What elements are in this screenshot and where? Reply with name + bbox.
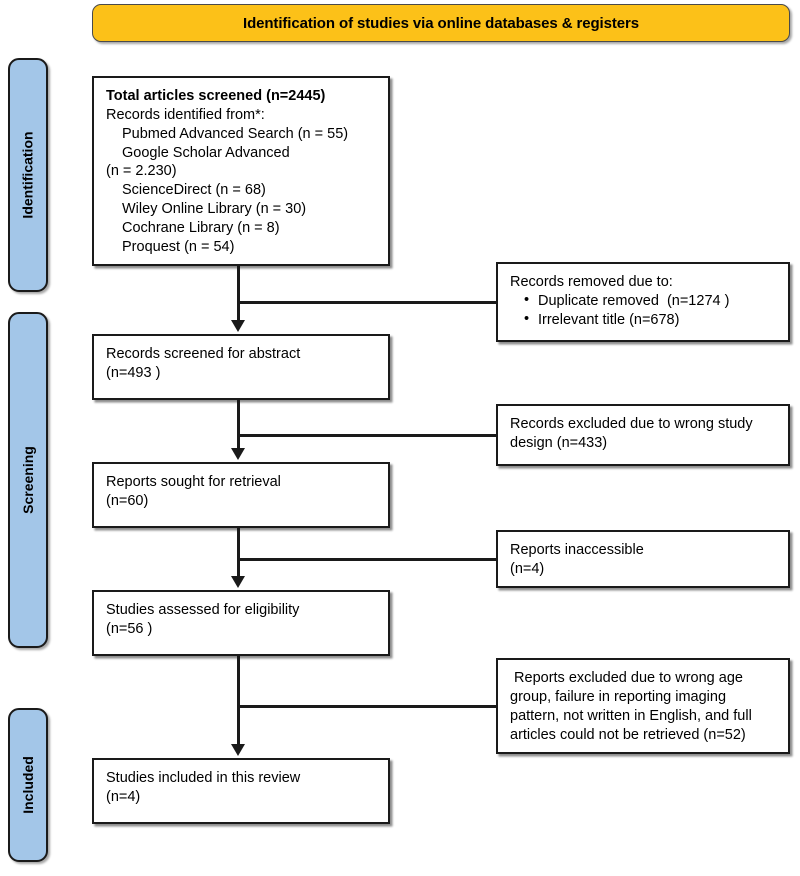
banner-title: Identification of studies via online dat… xyxy=(243,14,639,32)
included-line-1: Studies included in this review xyxy=(106,770,301,786)
screened-line-1: Records screened for abstract xyxy=(106,346,301,362)
stage-label-identification: Identification xyxy=(20,131,36,219)
sought-line-2: (n=60) xyxy=(106,492,149,509)
eligibility-line-2: (n=56 ) xyxy=(106,620,153,637)
inaccessible-line-1: Reports inaccessible xyxy=(510,542,644,558)
identified-source-google-scholar-count: (n = 2.230) xyxy=(106,163,177,180)
excluded-age-line-4: articles could not be retrieved (n=52) xyxy=(510,726,746,743)
stage-tab-included: Included xyxy=(8,708,48,862)
removed-list: Duplicate removed (n=1274 ) Irrelevant t… xyxy=(510,291,778,330)
connector-identified-to-screened xyxy=(237,266,240,322)
arrowhead-to-eligibility xyxy=(231,576,245,588)
branch-to-excluded-design xyxy=(237,434,496,437)
box-reports-excluded-age: Reports excluded due to wrong age group,… xyxy=(496,658,790,754)
removed-heading: Records removed due to: xyxy=(510,274,673,290)
excluded-age-line-2: group, failure in reporting imaging xyxy=(510,688,727,705)
identified-heading: Total articles screened (n=2445) xyxy=(106,88,326,104)
connector-eligibility-to-included xyxy=(237,656,240,746)
box-records-identified: Total articles screened (n=2445) Records… xyxy=(92,76,390,266)
box-records-screened: Records screened for abstract (n=493 ) xyxy=(92,334,390,400)
stage-tab-screening: Screening xyxy=(8,312,48,648)
excluded-design-line-1: Records excluded due to wrong study xyxy=(510,416,753,432)
sought-line-1: Reports sought for retrieval xyxy=(106,474,281,490)
identified-source-cochrane: Cochrane Library (n = 8) xyxy=(122,219,280,236)
branch-to-inaccessible xyxy=(237,558,496,561)
box-reports-inaccessible: Reports inaccessible (n=4) xyxy=(496,530,790,588)
identified-subheading: Records identified from*: xyxy=(106,106,265,123)
branch-to-records-removed xyxy=(237,301,496,304)
excluded-age-line-1: Reports excluded due to wrong age xyxy=(510,670,743,686)
arrowhead-to-screened xyxy=(231,320,245,332)
eligibility-line-1: Studies assessed for eligibility xyxy=(106,602,300,618)
stage-label-screening: Screening xyxy=(20,446,37,514)
inaccessible-line-2: (n=4) xyxy=(510,560,545,577)
removed-item-duplicate: Duplicate removed (n=1274 ) xyxy=(524,291,778,311)
included-line-2: (n=4) xyxy=(106,788,141,805)
identified-source-google-scholar: Google Scholar Advanced xyxy=(122,144,290,161)
box-studies-assessed: Studies assessed for eligibility (n=56 ) xyxy=(92,590,390,656)
identification-banner: Identification of studies via online dat… xyxy=(92,4,790,42)
box-reports-sought: Reports sought for retrieval (n=60) xyxy=(92,462,390,528)
excluded-age-line-3: pattern, not written in English, and ful… xyxy=(510,707,752,724)
arrowhead-to-included xyxy=(231,744,245,756)
stage-tab-identification: Identification xyxy=(8,58,48,292)
connector-sought-to-eligibility xyxy=(237,528,240,578)
identified-source-proquest: Proquest (n = 54) xyxy=(122,238,235,255)
removed-item-irrelevant-title: Irrelevant title (n=678) xyxy=(524,310,778,330)
excluded-design-line-2: design (n=433) xyxy=(510,434,608,451)
connector-screened-to-sought xyxy=(237,400,240,450)
box-records-excluded-design: Records excluded due to wrong study desi… xyxy=(496,404,790,466)
arrowhead-to-sought xyxy=(231,448,245,460)
identified-source-sciencedirect: ScienceDirect (n = 68) xyxy=(122,182,266,199)
branch-to-excluded-age xyxy=(237,705,496,708)
identified-source-wiley: Wiley Online Library (n = 30) xyxy=(122,201,307,218)
screened-line-2: (n=493 ) xyxy=(106,364,161,381)
box-studies-included: Studies included in this review (n=4) xyxy=(92,758,390,824)
box-records-removed: Records removed due to: Duplicate remove… xyxy=(496,262,790,342)
identified-source-pubmed: Pubmed Advanced Search (n = 55) xyxy=(122,125,349,142)
stage-label-included: Included xyxy=(20,756,36,814)
